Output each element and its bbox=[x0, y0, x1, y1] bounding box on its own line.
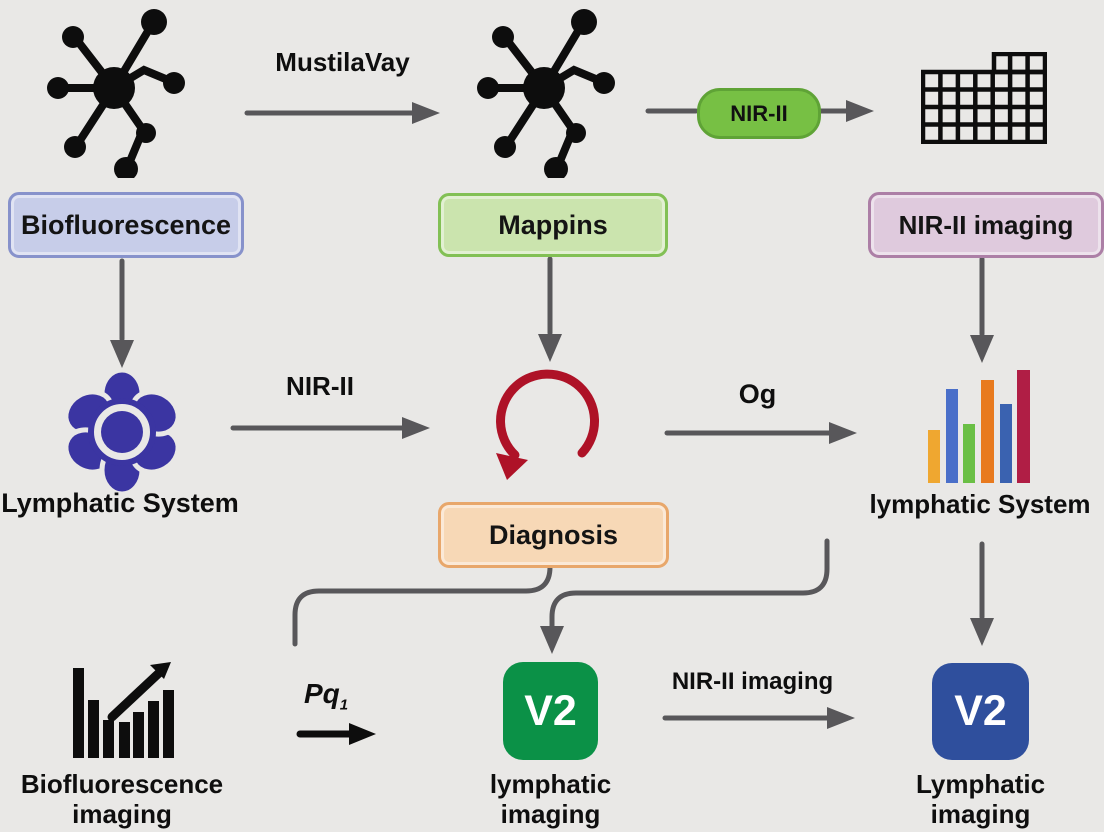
pq-base: Pq bbox=[303, 678, 340, 709]
nir2-pill-label: NIR-II bbox=[730, 100, 788, 126]
pq-arrow-label: Pq1 bbox=[286, 678, 366, 714]
molecule-network-icon bbox=[47, 9, 185, 178]
mustilavay-arrow-label: MustilaVay bbox=[275, 47, 410, 77]
colored-bar-chart-icon bbox=[928, 370, 1030, 483]
pq-arrow bbox=[296, 723, 376, 745]
biofluorescence-box: Biofluorescence bbox=[8, 192, 244, 258]
v2-green-caption-line2: imaging bbox=[500, 798, 601, 829]
lymph-node-flower-icon bbox=[63, 368, 181, 496]
v2-green-caption-line1: lymphatic bbox=[489, 769, 612, 799]
biofluorescence-imaging-caption: Biofluorescence imaging bbox=[0, 769, 244, 830]
v2-blue-caption-line2: imaging bbox=[930, 798, 1031, 829]
diagnosis-box: Diagnosis bbox=[438, 502, 669, 568]
cycle-arrow-icon bbox=[496, 369, 599, 480]
lymphatic-system-right-label: lymphatic System bbox=[869, 489, 1091, 519]
nir2-imaging-box: NIR-II imaging bbox=[868, 192, 1104, 258]
nir2-imaging-bottom-arrow-label: NIR-II imaging bbox=[671, 668, 834, 695]
v2-blue-badge: V2 bbox=[932, 663, 1029, 760]
pq-subscript: 1 bbox=[339, 696, 349, 714]
og-arrow-label: Og bbox=[738, 379, 777, 409]
v2-blue-label: V2 bbox=[954, 687, 1007, 735]
v2-blue-caption: Lymphatic imaging bbox=[888, 769, 1073, 830]
v2-blue-caption-line1: Lymphatic bbox=[915, 769, 1046, 799]
nir2-pill: NIR-II bbox=[697, 88, 821, 139]
v2-green-caption: lymphatic imaging bbox=[458, 769, 643, 830]
biofluorescence-box-label: Biofluorescence bbox=[20, 209, 232, 240]
biofluorescence-imaging-line2: imaging bbox=[72, 798, 172, 829]
nir2-mid-arrow-label: NIR-II bbox=[286, 371, 354, 401]
mappins-box: Mappins bbox=[438, 193, 668, 257]
nir2-imaging-box-label: NIR-II imaging bbox=[898, 209, 1074, 240]
detector-grid-icon bbox=[921, 52, 1047, 144]
lymphatic-system-left-label: Lymphatic System bbox=[1, 488, 239, 518]
diagnosis-box-label: Diagnosis bbox=[488, 519, 619, 550]
v2-green-badge: V2 bbox=[503, 662, 598, 760]
molecule-network-icon bbox=[477, 9, 615, 178]
biofluorescence-imaging-line1: Biofluorescence bbox=[20, 769, 224, 799]
mappins-box-label: Mappins bbox=[498, 209, 608, 240]
bar-chart-trend-icon bbox=[73, 662, 174, 758]
v2-green-label: V2 bbox=[524, 686, 577, 735]
